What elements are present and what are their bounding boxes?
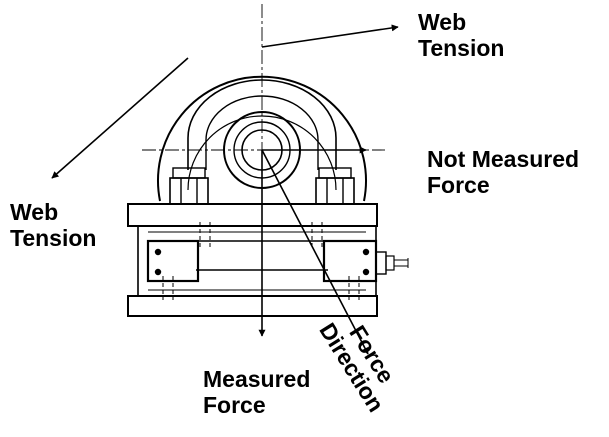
web-tension-left-arrow: [51, 57, 189, 179]
roller-inner-circle: [187, 115, 337, 191]
base-plate: [127, 295, 378, 317]
mounting-bolt-right: [315, 167, 355, 205]
hidden-screws: [162, 222, 360, 300]
web-tension-top-arrow: [261, 24, 399, 48]
force-direction-arrow: [261, 149, 369, 355]
top-plate: [127, 203, 378, 227]
load-cell-left: [146, 239, 200, 283]
label-line: Measured: [203, 366, 311, 392]
load-cell-right: [322, 239, 378, 283]
label-line: Web: [10, 199, 59, 225]
cable-connector: [375, 251, 409, 275]
label-line: Force: [203, 392, 266, 418]
label-line: Not Measured: [427, 146, 580, 172]
measured-force-label: Measured Force: [203, 366, 310, 418]
web-tension-left-label: Web Tension: [10, 199, 96, 251]
label-line: Web: [418, 9, 467, 35]
not-measured-force-label: Not Measured Force: [427, 146, 579, 198]
web-tension-top-label: Web Tension: [418, 9, 504, 61]
label-line: Tension: [10, 225, 97, 251]
mounting-bolt-left: [169, 167, 209, 205]
load-cell-frame: [137, 225, 377, 297]
label-line: Force: [427, 172, 490, 198]
label-line: Tension: [418, 35, 505, 61]
